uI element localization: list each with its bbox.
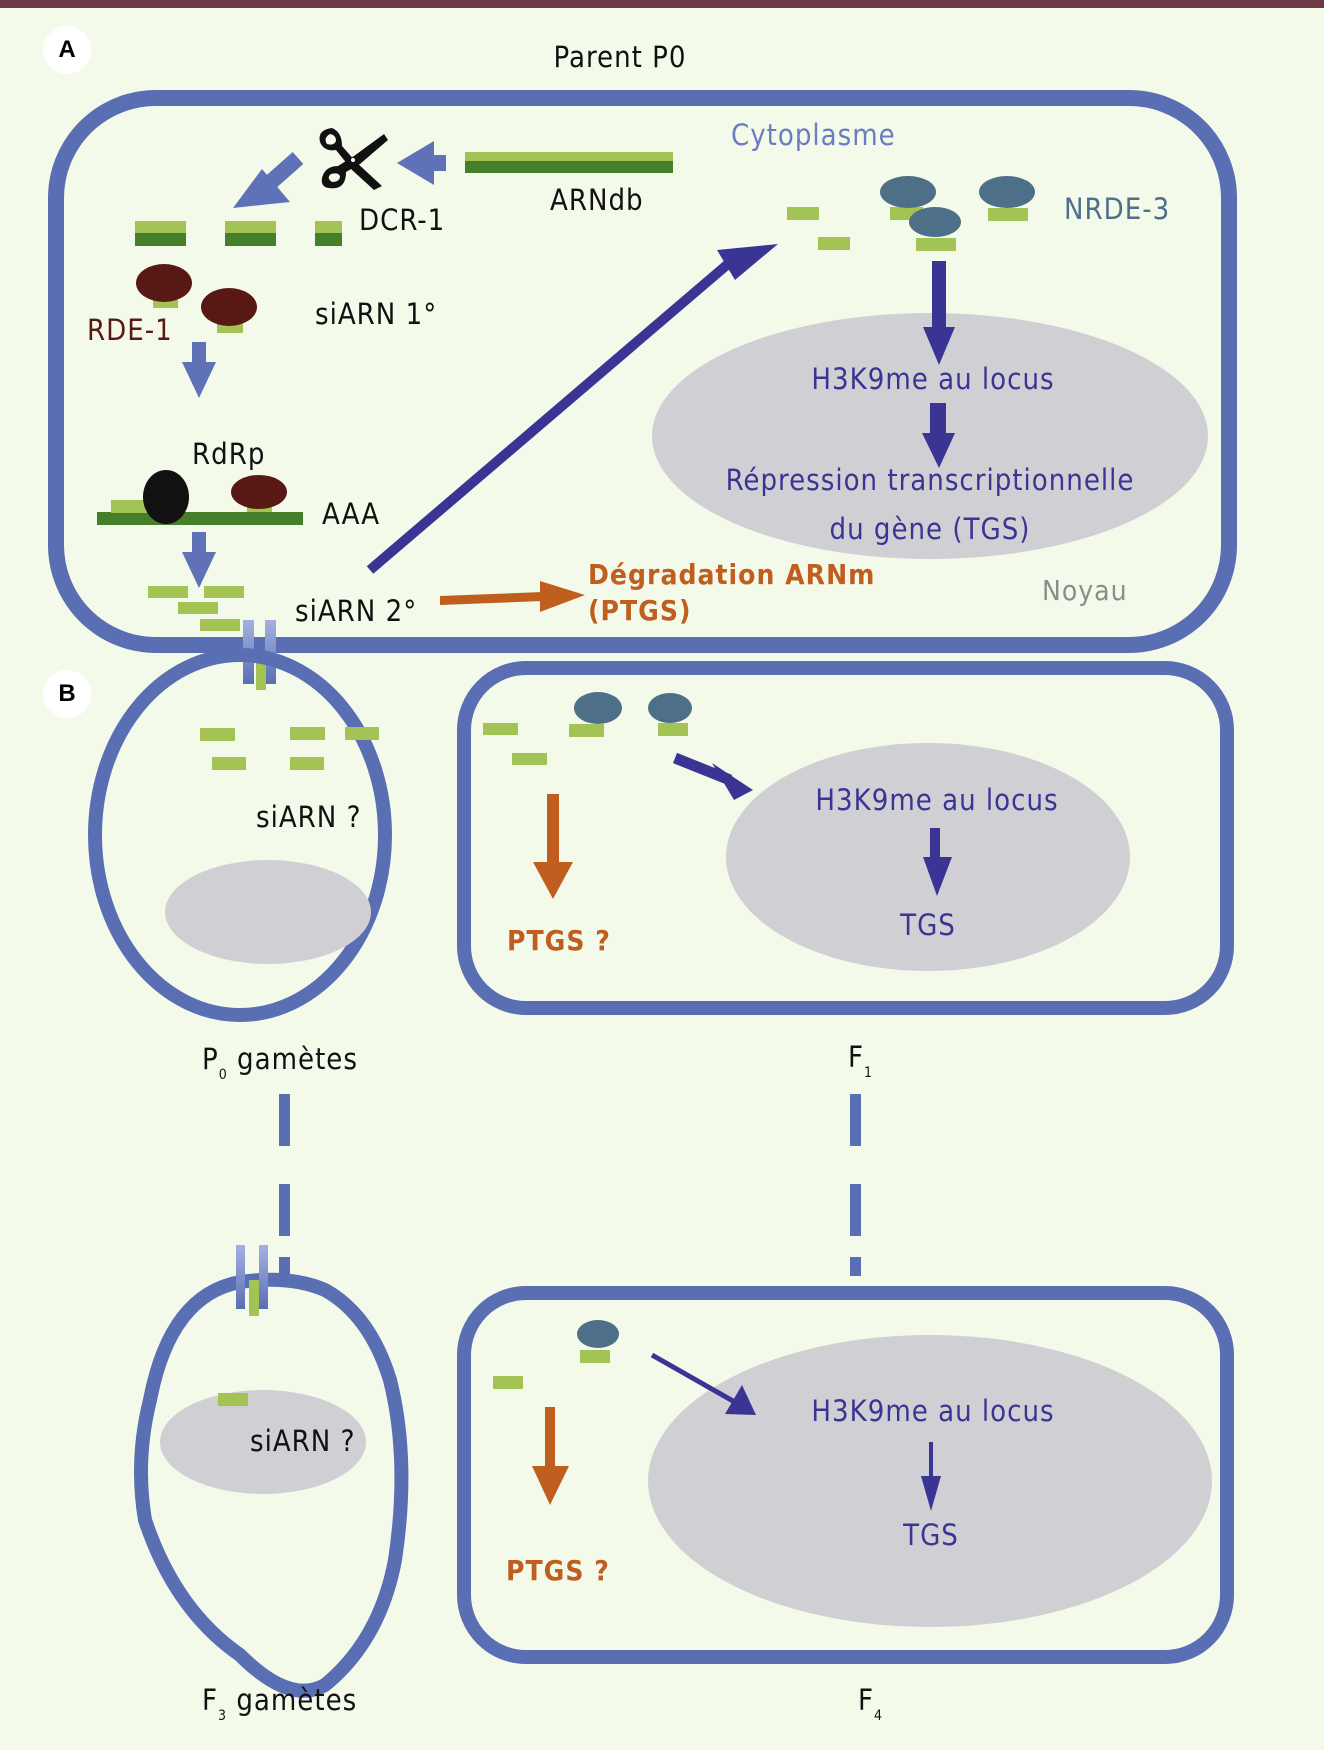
tgs-label-f4: TGS bbox=[903, 1518, 959, 1552]
siarn-secondary-label: siARN 2° bbox=[295, 594, 418, 628]
arrow-rde1-to-rdrp bbox=[182, 342, 216, 398]
f3-gamete-membrane bbox=[134, 1272, 409, 1698]
f3-gamete-nucleus bbox=[160, 1390, 366, 1494]
panel-b-badge: B bbox=[43, 670, 91, 718]
f1-label: F1 bbox=[848, 1040, 873, 1081]
arrow-dcr1-to-fragments bbox=[233, 152, 304, 208]
arrow-rdrp-to-secondary bbox=[182, 532, 216, 588]
p0-gamete-nucleus bbox=[165, 860, 371, 964]
f4-arrow-h3k9me-to-tgs bbox=[921, 1442, 941, 1511]
f1-arrow-to-h3k9me bbox=[672, 752, 753, 800]
f3-gamete-sirna bbox=[218, 1393, 248, 1406]
secondary-sirnas bbox=[148, 586, 244, 631]
poly-a-label: AAA bbox=[322, 497, 381, 531]
arndb-label: ARNdb bbox=[550, 183, 644, 217]
h3k9me-label-f4: H3K9me au locus bbox=[811, 1394, 1055, 1428]
dsrna-molecule bbox=[465, 152, 673, 173]
f4-ptgs-arrow bbox=[532, 1407, 569, 1505]
degradation-label-line1: Dégradation ARNm bbox=[588, 558, 876, 591]
dashed-lineage-p0-f3 bbox=[279, 1094, 290, 1276]
arrow-nrde3-to-h3k9me bbox=[923, 261, 955, 365]
f3-gametes-rest: gamètes bbox=[227, 1683, 358, 1717]
scissors-icon bbox=[319, 128, 388, 190]
cytoplasme-label: Cytoplasme bbox=[731, 118, 896, 152]
nrde3-complexes bbox=[787, 176, 1035, 251]
repression-label-line2: du gène (TGS) bbox=[829, 512, 1031, 546]
f4-label: F4 bbox=[858, 1683, 883, 1724]
tgs-label-f1: TGS bbox=[900, 908, 956, 942]
p0-gametes-base: P bbox=[202, 1042, 219, 1076]
arrow-h3k9me-to-repression bbox=[922, 403, 955, 468]
f1-ptgs-arrow bbox=[533, 794, 573, 899]
siarn-unknown-label-1: siARN ? bbox=[256, 800, 362, 834]
f4-cell-membrane bbox=[457, 1286, 1234, 1664]
f3-gametes-sub: 3 bbox=[218, 1708, 228, 1724]
siarn-unknown-label-2: siARN ? bbox=[250, 1424, 356, 1458]
p0-gametes-sub: 0 bbox=[218, 1067, 228, 1083]
f1-sirnas-nrde3 bbox=[483, 692, 692, 765]
f1-arrow-h3k9me-to-tgs bbox=[923, 828, 952, 896]
nuclear-pore-b bbox=[236, 1245, 268, 1316]
mrna-rdrp-complex bbox=[97, 470, 303, 525]
p0-gamete-sirnas bbox=[200, 727, 379, 770]
arrow-dsrna-to-dcr1 bbox=[397, 141, 446, 185]
f4-sub: 4 bbox=[874, 1708, 884, 1724]
rdrp-label: RdRp bbox=[192, 437, 266, 471]
degradation-label-line2: (PTGS) bbox=[588, 594, 692, 627]
ptgs-label-f1: PTGS ? bbox=[507, 924, 611, 957]
repression-label-line1: Répression transcriptionnelle bbox=[725, 463, 1135, 497]
panel-a-badge: A bbox=[43, 26, 91, 74]
f1-cell-membrane bbox=[457, 661, 1234, 1015]
cleaved-dsrna-fragments bbox=[135, 221, 342, 246]
parent-cell-membrane bbox=[48, 90, 1237, 653]
parent-title: Parent P0 bbox=[553, 40, 687, 74]
f4-base: F bbox=[858, 1683, 875, 1717]
p0-gametes-label: P0 gamètes bbox=[202, 1042, 358, 1083]
rde1-label: RDE-1 bbox=[87, 313, 173, 347]
h3k9me-label-a: H3K9me au locus bbox=[811, 362, 1055, 396]
f3-gametes-base: F bbox=[202, 1683, 219, 1717]
f4-arrow-to-h3k9me bbox=[650, 1352, 756, 1415]
h3k9me-label-f1: H3K9me au locus bbox=[815, 783, 1059, 817]
f3-gametes-label: F3 gamètes bbox=[202, 1683, 357, 1724]
f1-sub: 1 bbox=[864, 1065, 874, 1081]
p0-gametes-rest: gamètes bbox=[227, 1042, 358, 1076]
siarn-primary-label: siARN 1° bbox=[315, 297, 438, 331]
top-border-bar bbox=[0, 0, 1324, 8]
f4-sirnas-nrde3 bbox=[493, 1320, 619, 1389]
rde1-complexes bbox=[136, 264, 257, 333]
ptgs-label-f4: PTGS ? bbox=[506, 1554, 610, 1587]
p0-gamete-membrane bbox=[88, 648, 392, 1022]
arrow-secondary-to-nrde3 bbox=[366, 244, 778, 574]
dcr1-label: DCR-1 bbox=[359, 203, 446, 237]
dashed-lineage-f1-f4 bbox=[850, 1094, 861, 1276]
f1-base: F bbox=[848, 1040, 865, 1074]
noyau-label: Noyau bbox=[1042, 574, 1128, 607]
nrde3-label: NRDE-3 bbox=[1064, 192, 1171, 226]
arrow-secondary-to-ptgs bbox=[440, 581, 585, 612]
